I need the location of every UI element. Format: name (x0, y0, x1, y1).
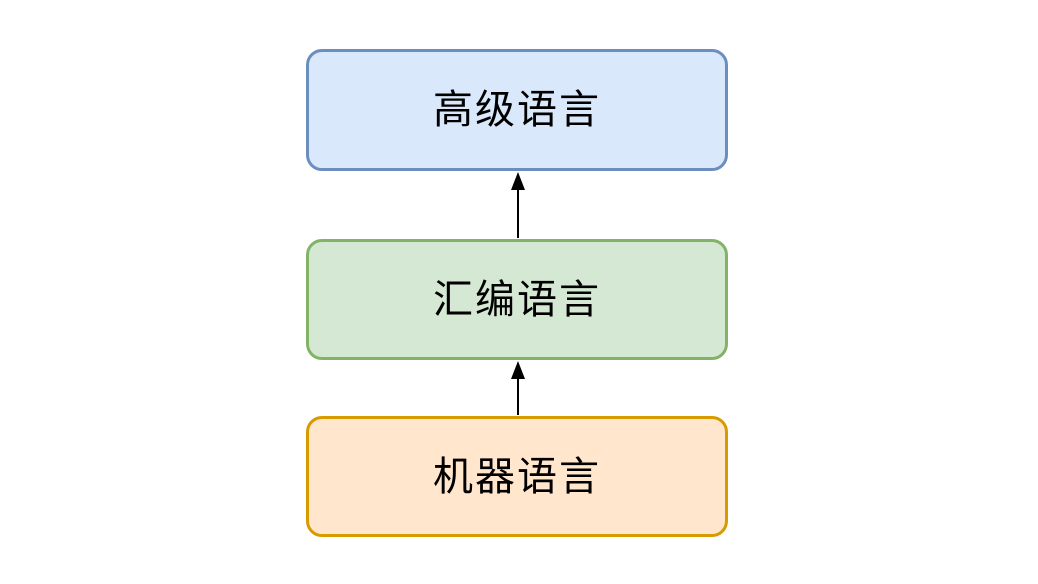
node-machine-language-label: 机器语言 (433, 454, 601, 499)
node-high-level-language: 高级语言 (306, 49, 728, 171)
node-assembly-language-label: 汇编语言 (433, 277, 601, 322)
arrow-line (516, 379, 520, 415)
node-high-level-language-label: 高级语言 (433, 88, 601, 132)
arrow-machine-to-assembly (509, 361, 527, 415)
arrow-up-head-icon (511, 172, 525, 190)
arrow-up-head-icon (511, 361, 525, 379)
arrow-assembly-to-high-level (509, 172, 527, 238)
node-assembly-language: 汇编语言 (306, 239, 728, 360)
node-machine-language: 机器语言 (306, 416, 728, 537)
arrow-line (516, 190, 520, 238)
